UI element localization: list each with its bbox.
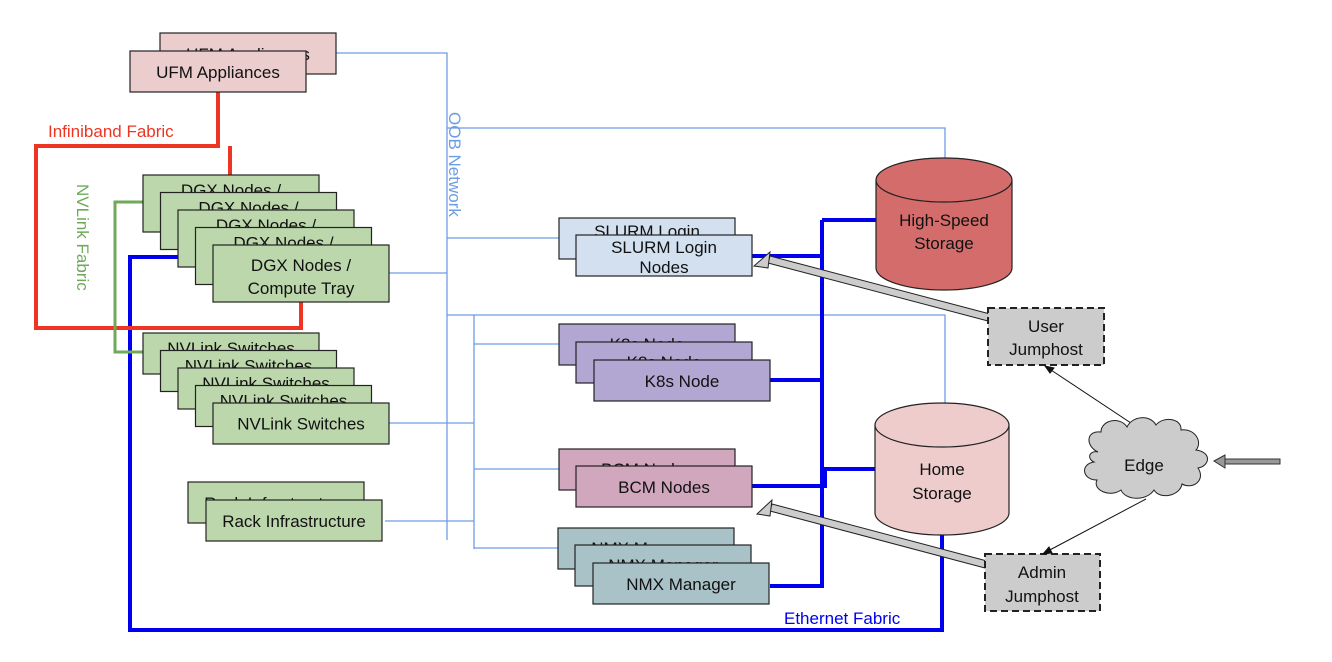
ethernet-fabric-lines	[128, 218, 944, 632]
home-storage-body	[874, 425, 1010, 536]
ethernet-fabric-label: Ethernet Fabric	[784, 609, 901, 628]
bcm-front	[575, 465, 753, 508]
nvlink-switches-front	[212, 402, 390, 445]
rack-front	[205, 499, 383, 542]
arrowhead-icon	[1213, 454, 1226, 469]
arrowhead-icon	[752, 250, 771, 269]
admin-jumphost[interactable]: Admin Jumphost	[984, 553, 1101, 612]
infiniband-fabric-label: Infiniband Fabric	[48, 122, 174, 141]
hs-storage-label-line2: Storage	[914, 234, 974, 253]
slurm-login-nodes-stack[interactable]: SLURM Login SLURM Login Nodes	[558, 217, 753, 277]
user-jumphost-arrow	[752, 250, 991, 322]
nvlink-fabric-lines	[113, 200, 143, 354]
dgx-front	[212, 244, 390, 303]
edge-cloud[interactable]: Edge	[1084, 417, 1208, 499]
oob-network-label: OOB Network	[445, 112, 464, 217]
admin-jumphost-box	[984, 553, 1101, 612]
nmx-label: NMX Manager	[626, 575, 736, 594]
ufm-appliances-stack[interactable]: UFM Appliances UFM Appliances	[129, 32, 337, 93]
nvlink-switches-label: NVLink Switches	[237, 415, 365, 434]
k8s-front	[593, 359, 771, 402]
arrowhead-icon	[1043, 365, 1055, 374]
home-storage-label-line2: Storage	[912, 484, 972, 503]
dgx-label-line1: DGX Nodes /	[251, 256, 351, 275]
hs-storage-top	[875, 157, 1013, 203]
home-storage[interactable]: Home Storage	[874, 402, 1010, 536]
admin-jumphost-label-line2: Jumphost	[1005, 587, 1079, 606]
arrowhead-icon	[755, 498, 773, 517]
edge-label: Edge	[1124, 456, 1164, 475]
user-jumphost-label-line2: Jumphost	[1009, 340, 1083, 359]
hs-storage-label-line1: High-Speed	[899, 211, 989, 230]
dgx-nodes-stack[interactable]: DGX Nodes /DGX Nodes /DGX Nodes /DGX Nod…	[142, 174, 390, 303]
nvlink-fabric-label: NVLink Fabric	[73, 184, 92, 291]
dgx-label-line2: Compute Tray	[248, 279, 355, 298]
bcm-nodes-stack[interactable]: BCM Nodes BCM Nodes	[558, 448, 753, 508]
cloud-icon	[1084, 417, 1208, 499]
infiniband-fabric-lines	[34, 92, 303, 330]
slurm-front	[575, 234, 753, 277]
internet-inbound-arrow	[1213, 454, 1281, 469]
arrowhead-icon	[1041, 546, 1053, 555]
user-jumphost-box	[987, 307, 1105, 366]
bcm-label: BCM Nodes	[618, 478, 710, 497]
ufm-label: UFM Appliances	[156, 63, 280, 82]
high-speed-storage[interactable]: High-Speed Storage	[875, 157, 1013, 291]
home-storage-top	[874, 402, 1010, 448]
nmx-manager-stack[interactable]: NMX Manager NMX Manager NMX Manager	[557, 527, 770, 605]
k8s-label: K8s Node	[645, 372, 720, 391]
hs-storage-body	[875, 180, 1013, 291]
slurm-label-line2: Nodes	[639, 258, 688, 277]
user-jumphost-label-line1: User	[1028, 317, 1064, 336]
nmx-front	[592, 562, 770, 605]
k8s-nodes-stack[interactable]: K8s Node K8s Node K8s Node	[558, 323, 771, 402]
home-storage-label-line1: Home	[919, 460, 964, 479]
user-jumphost[interactable]: User Jumphost	[987, 307, 1105, 366]
rack-label: Rack Infrastructure	[222, 512, 366, 531]
slurm-label-line1: SLURM Login	[611, 238, 717, 257]
ufm-appliances-front	[129, 50, 307, 93]
rack-infrastructure-stack[interactable]: Rack Infrastructure Rack Infrastructure	[187, 481, 383, 542]
oob-network-lines	[336, 52, 946, 549]
admin-jumphost-label-line1: Admin	[1018, 563, 1066, 582]
